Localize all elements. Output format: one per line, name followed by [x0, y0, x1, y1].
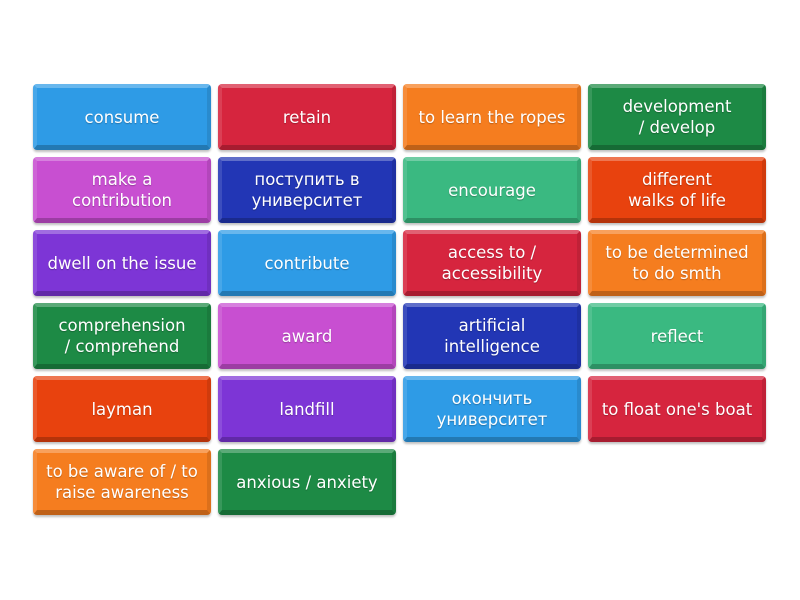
word-tile[interactable]: поступить в университет [218, 157, 396, 223]
word-tile-label: consume [84, 107, 160, 127]
word-tile[interactable]: layman [33, 376, 211, 442]
word-tile-label: to learn the ropes [418, 107, 566, 127]
word-tile[interactable]: окончить университет [403, 376, 581, 442]
word-tile[interactable]: landfill [218, 376, 396, 442]
word-tile[interactable]: artificial intelligence [403, 303, 581, 369]
word-tile[interactable]: development / develop [588, 84, 766, 150]
word-tile-label: dwell on the issue [47, 253, 197, 273]
word-tile-label: to be determined to do smth [605, 243, 749, 283]
word-tile[interactable]: anxious / anxiety [218, 449, 396, 515]
word-tile[interactable]: dwell on the issue [33, 230, 211, 296]
word-tile[interactable]: contribute [218, 230, 396, 296]
word-tile-label: окончить университет [436, 389, 548, 429]
word-tile[interactable]: to be determined to do smth [588, 230, 766, 296]
word-tile[interactable]: to float one's boat [588, 376, 766, 442]
word-tile-label: landfill [279, 399, 335, 419]
word-tile[interactable]: retain [218, 84, 396, 150]
word-tile-board: consume retain to learn the ropes developme… [33, 84, 769, 515]
word-tile[interactable]: to learn the ropes [403, 84, 581, 150]
word-tile-label: encourage [448, 180, 536, 200]
word-tile-label: access to / accessibility [441, 243, 543, 283]
word-tile-label: artificial intelligence [444, 316, 540, 356]
word-tile-label: contribute [264, 253, 350, 273]
word-tile[interactable]: comprehension / comprehend [33, 303, 211, 369]
word-tile-label: поступить в университет [251, 170, 363, 210]
word-tile-label: retain [282, 107, 332, 127]
word-tile-label: make a contribution [72, 170, 172, 210]
word-tile-label: different walks of life [628, 170, 726, 210]
word-tile-label: to float one's boat [601, 399, 753, 419]
word-tile[interactable]: access to / accessibility [403, 230, 581, 296]
word-tile[interactable]: reflect [588, 303, 766, 369]
word-tile-label: development / develop [622, 97, 732, 137]
word-tile-label: comprehension / comprehend [58, 316, 186, 356]
word-tile-label: reflect [650, 326, 704, 346]
word-tile-label: layman [91, 399, 153, 419]
word-tile-label: anxious / anxiety [236, 472, 378, 492]
word-tile[interactable]: consume [33, 84, 211, 150]
word-tile[interactable]: encourage [403, 157, 581, 223]
word-tile-label: award [281, 326, 333, 346]
word-tile[interactable]: make a contribution [33, 157, 211, 223]
word-tile[interactable]: award [218, 303, 396, 369]
word-tile[interactable]: different walks of life [588, 157, 766, 223]
word-tile-label: to be aware of / to raise awareness [46, 462, 198, 502]
word-tile[interactable]: to be aware of / to raise awareness [33, 449, 211, 515]
